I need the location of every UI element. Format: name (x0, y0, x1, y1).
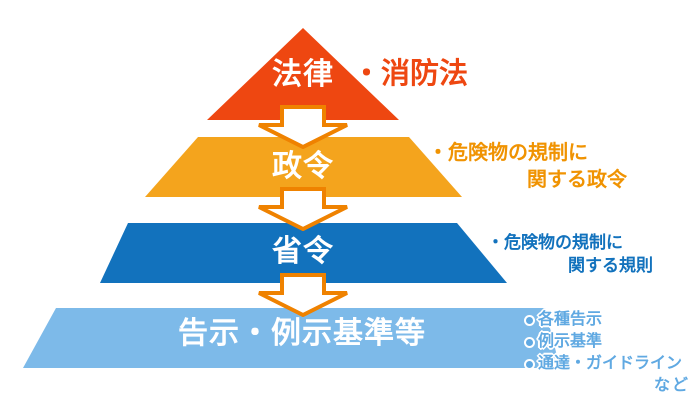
notification-suffix: など (653, 377, 690, 394)
notification-list-item: 例示基準 (526, 331, 690, 353)
annotation-cabinet-order: ・危険物の規制に 関する政令 (428, 140, 627, 194)
level-label-law: 法律 (272, 58, 334, 91)
level-label-notifications: 告示・例示基準等 (178, 317, 426, 350)
level-label-ministerial-ordinance: 省令 (272, 235, 334, 268)
bullet-dot-icon (526, 338, 533, 346)
annotation-ministerial-ordinance: ・危険物の規制に 関する規則 (487, 231, 653, 277)
annotation-cabinet-order-line2: 関する政令 (527, 169, 627, 191)
down-arrow-icon (258, 187, 348, 231)
notification-list-item: 通達・ガイドライン (526, 353, 690, 375)
notification-item-label: 例示基準 (538, 333, 603, 350)
annotation-ministerial-ordinance-line2: 関する規則 (568, 256, 653, 275)
down-arrow-icon (258, 273, 348, 317)
annotation-notifications: 各種告示 例示基準 通達・ガイドライン など (526, 309, 690, 397)
notification-item-label: 通達・ガイドライン (538, 355, 683, 372)
annotation-cabinet-order-line1: ・危険物の規制に (428, 142, 588, 164)
bullet-dot-icon (526, 360, 533, 368)
notification-item-label: 各種告示 (538, 311, 603, 328)
notification-list-item: 各種告示 (526, 309, 690, 331)
down-arrow-icon (258, 105, 348, 149)
annotation-ministerial-ordinance-line1: ・危険物の規制に (487, 233, 623, 252)
pyramid-level-notifications-shape (23, 308, 560, 368)
level-label-cabinet-order: 政令 (272, 150, 334, 183)
annotation-law: ・消防法 (352, 58, 469, 90)
bullet-dot-icon (526, 316, 533, 324)
